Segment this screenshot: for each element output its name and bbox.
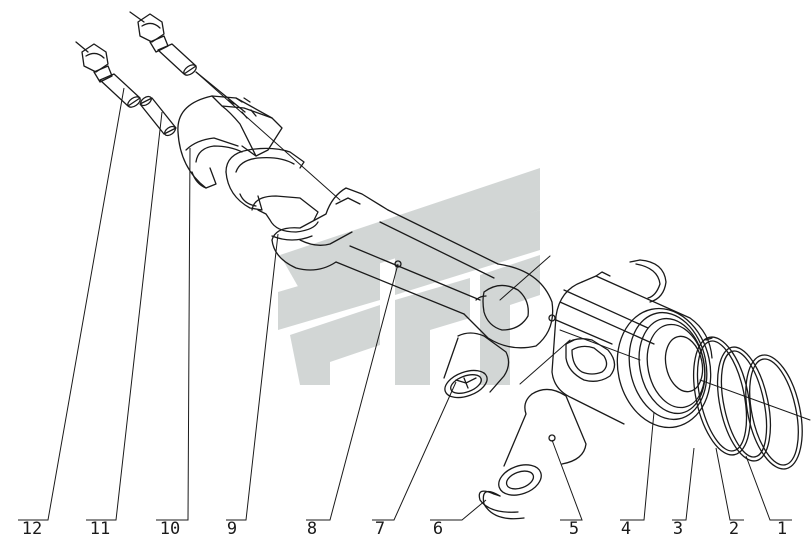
piston-ring-2 bbox=[716, 346, 772, 462]
callout-11: 11 bbox=[90, 519, 110, 539]
callout-labels: 1 2 3 4 5 6 7 8 9 10 11 12 bbox=[22, 519, 787, 539]
connecting-rod-cap bbox=[177, 95, 283, 189]
callout-5: 5 bbox=[569, 519, 579, 539]
assembly-axis-lines bbox=[195, 71, 811, 421]
callout-6: 6 bbox=[433, 519, 443, 539]
callout-4: 4 bbox=[621, 519, 631, 539]
leader-12 bbox=[18, 87, 125, 521]
connecting-rod-bolt-lower bbox=[75, 41, 141, 108]
leader-3 bbox=[672, 447, 695, 521]
watermark-logo bbox=[278, 168, 540, 385]
piston-pin bbox=[498, 388, 587, 496]
leader-5 bbox=[551, 439, 583, 521]
leader-8 bbox=[306, 263, 399, 521]
bearing-shell-rod bbox=[251, 195, 319, 241]
callout-3: 3 bbox=[673, 519, 683, 539]
callout-leaders bbox=[18, 87, 792, 521]
circlip-lower bbox=[478, 490, 525, 520]
leader-9 bbox=[226, 233, 279, 521]
leader-1 bbox=[745, 455, 792, 521]
dowel-sleeve bbox=[139, 95, 177, 137]
callout-7: 7 bbox=[375, 519, 385, 539]
callout-8: 8 bbox=[307, 519, 317, 539]
connecting-rod-body bbox=[271, 187, 556, 349]
piston-pin-bushing bbox=[443, 332, 510, 399]
leader-6 bbox=[430, 499, 487, 521]
callout-12: 12 bbox=[22, 519, 42, 539]
piston-ring-1 bbox=[745, 354, 803, 470]
callout-1: 1 bbox=[777, 519, 787, 539]
leader-11 bbox=[86, 111, 163, 521]
circlip-upper bbox=[629, 259, 667, 303]
callout-10: 10 bbox=[160, 519, 180, 539]
connecting-rod-bolt-upper bbox=[129, 11, 246, 113]
bearing-shell-cap bbox=[225, 147, 305, 211]
leader-4 bbox=[620, 411, 655, 521]
callout-9: 9 bbox=[227, 519, 237, 539]
piston-ring-3 bbox=[693, 336, 751, 456]
callout-2: 2 bbox=[729, 519, 739, 539]
piston bbox=[551, 271, 713, 429]
leader-7 bbox=[372, 381, 457, 521]
leader-2 bbox=[715, 447, 744, 521]
leader-10 bbox=[156, 147, 191, 521]
